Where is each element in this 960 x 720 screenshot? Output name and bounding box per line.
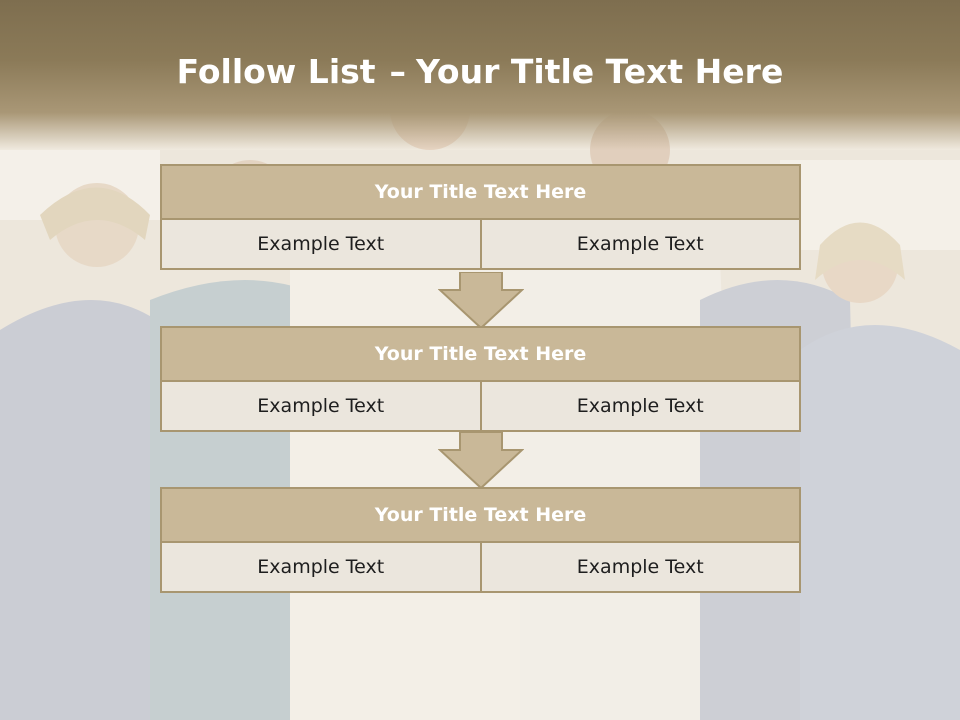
block-cell-right: Example Text [481,543,801,593]
title-separator: – [389,52,407,91]
block-title: Your Title Text Here [160,326,801,382]
block-row: Example Text Example Text [160,382,801,432]
title-bold-part: Follow List [176,52,376,91]
block-cell-right: Example Text [481,220,801,270]
block-title: Your Title Text Here [160,164,801,220]
slide-title: Follow List–Your Title Text Here [0,52,960,91]
block-row: Example Text Example Text [160,543,801,593]
title-rest: Your Title Text Here [416,52,784,91]
down-arrow-icon [438,272,524,330]
block-row: Example Text Example Text [160,220,801,270]
header-band [0,0,960,150]
block-title: Your Title Text Here [160,487,801,543]
block-cell-left: Example Text [160,382,482,432]
block-cell-left: Example Text [160,543,482,593]
down-arrow-icon [438,432,524,490]
block-cell-right: Example Text [481,382,801,432]
list-block-3: Your Title Text Here Example Text Exampl… [160,487,801,593]
list-block-2: Your Title Text Here Example Text Exampl… [160,326,801,432]
block-cell-left: Example Text [160,220,482,270]
list-block-1: Your Title Text Here Example Text Exampl… [160,164,801,270]
